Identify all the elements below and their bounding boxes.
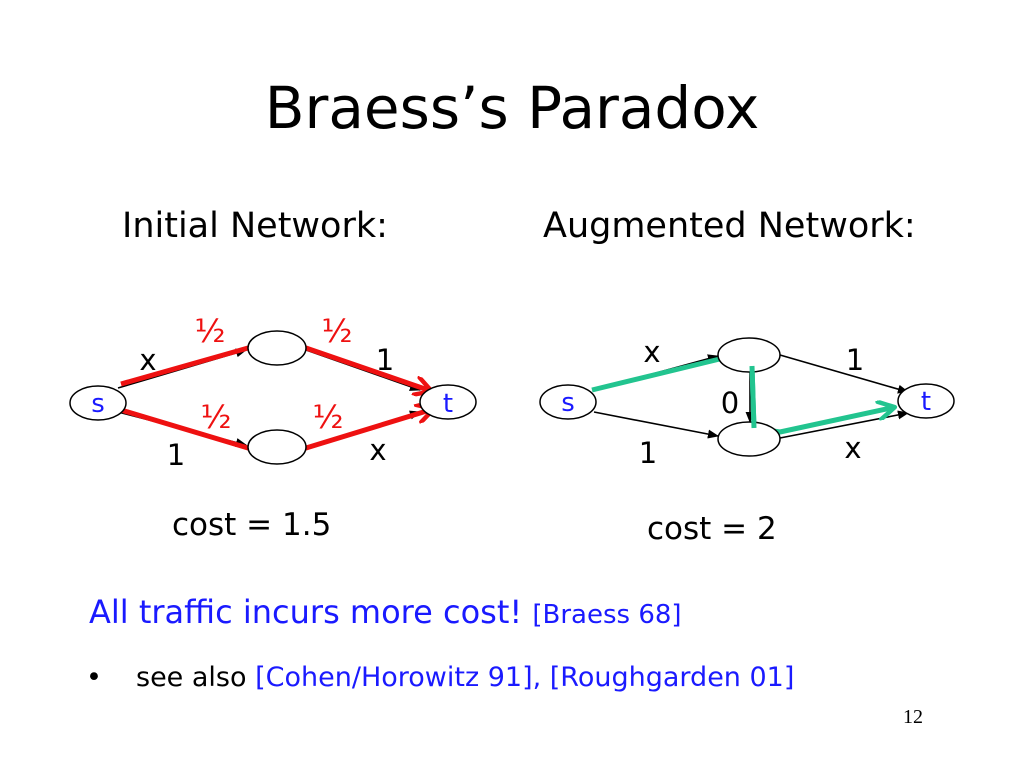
see-also-refs: [Cohen/Horowitz 91], [Roughgarden 01]	[255, 662, 795, 693]
flow-label-top-right: ½	[321, 312, 352, 350]
node-s-label: s	[561, 388, 575, 418]
edge-label-bottom-left: 1	[639, 436, 657, 470]
edge-label-bottom-right: x	[844, 431, 861, 465]
edge-label-bottom-right: x	[369, 433, 386, 467]
flow-label-bottom-right: ½	[312, 398, 343, 436]
initial-network: s t x 1 1 x ½ ½ ½ ½	[69, 312, 477, 472]
conclusion-text: All traffic incurs more cost!	[89, 593, 523, 631]
node-t	[897, 383, 955, 419]
bullet-marker: •	[86, 662, 102, 693]
node-top	[247, 330, 307, 366]
node-t-label: t	[443, 389, 453, 419]
node-t	[419, 384, 477, 420]
node-s	[69, 385, 127, 421]
edge-label-top-left: x	[643, 335, 660, 369]
edge-label-middle: 0	[721, 386, 739, 420]
edge-top-t	[779, 354, 910, 394]
edge-label-top-right: 1	[846, 343, 864, 377]
node-t-label: t	[921, 387, 931, 417]
augmented-cost: cost = 2	[647, 511, 777, 547]
slide-number: 12	[903, 706, 923, 728]
edge-s-bottom	[593, 411, 720, 439]
augmented-network-heading: Augmented Network:	[543, 206, 916, 246]
node-s	[539, 384, 597, 420]
node-bottom	[717, 421, 781, 457]
augmented-network: s t x 1 1 x 0	[539, 335, 955, 470]
initial-network-heading: Initial Network:	[122, 206, 388, 246]
see-also-text: see also	[136, 662, 247, 693]
edge-label-bottom-left: 1	[167, 438, 185, 472]
conclusion-line: All traffic incurs more cost! [Braess 68…	[89, 590, 682, 637]
node-s-label: s	[91, 389, 105, 419]
node-bottom	[247, 429, 307, 465]
edge-label-top-left: x	[139, 343, 156, 377]
node-top	[717, 337, 781, 373]
see-also-bullet: • see also [Cohen/Horowitz 91], [Roughgar…	[86, 658, 794, 698]
flow-label-top-left: ½	[194, 312, 225, 350]
initial-cost: cost = 1.5	[172, 507, 332, 543]
slide-title: Braess’s Paradox	[264, 74, 760, 142]
flow-path-zigzag-middle	[749, 365, 757, 429]
edge-label-top-right: 1	[376, 343, 394, 377]
conclusion-ref: [Braess 68]	[532, 600, 682, 630]
flow-label-bottom-left: ½	[200, 398, 231, 436]
